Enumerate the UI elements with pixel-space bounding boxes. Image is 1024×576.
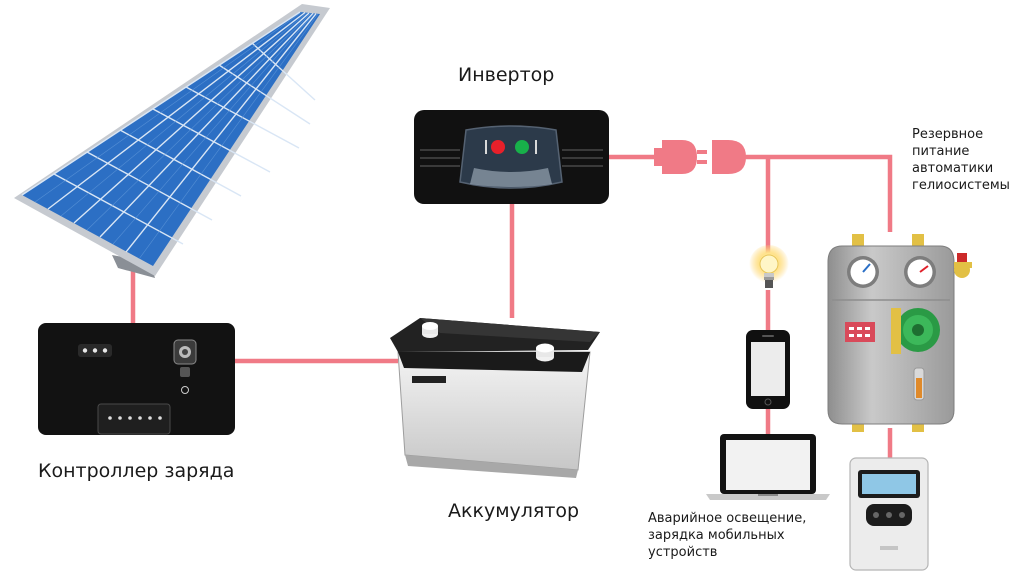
charge-controller-icon (38, 323, 235, 435)
backup-power-label: Резервное питание автоматики гелиосистем… (912, 126, 1010, 194)
battery-label: Аккумулятор (448, 500, 580, 522)
emergency-lighting-line: зарядка мобильных (648, 528, 785, 543)
power-plug-icon (654, 140, 746, 174)
inverter-label: Инвертор (458, 64, 555, 86)
wire-plug-station (744, 154, 893, 232)
light-bulb-icon (749, 245, 789, 288)
emergency-lighting-label: Аварийное освещение, зарядка мобильных у… (648, 510, 806, 561)
inverter-icon (414, 110, 609, 204)
solar-controller-unit-icon (849, 457, 929, 571)
charge-controller-label: Контроллер заряда (38, 460, 235, 482)
backup-power-line: питание (912, 144, 970, 159)
laptop-icon (706, 434, 830, 500)
backup-power-line: гелиосистемы (912, 178, 1010, 193)
wire-connections (130, 154, 893, 460)
emergency-lighting-line: устройств (648, 545, 718, 560)
solar-panel-icon (14, 4, 330, 278)
backup-power-line: Резервное (912, 127, 984, 142)
smartphone-icon (746, 330, 790, 409)
emergency-lighting-line: Аварийное освещение, (648, 511, 807, 526)
backup-power-line: автоматики (912, 161, 994, 176)
pump-station-icon (827, 234, 972, 432)
battery-icon (390, 318, 600, 478)
